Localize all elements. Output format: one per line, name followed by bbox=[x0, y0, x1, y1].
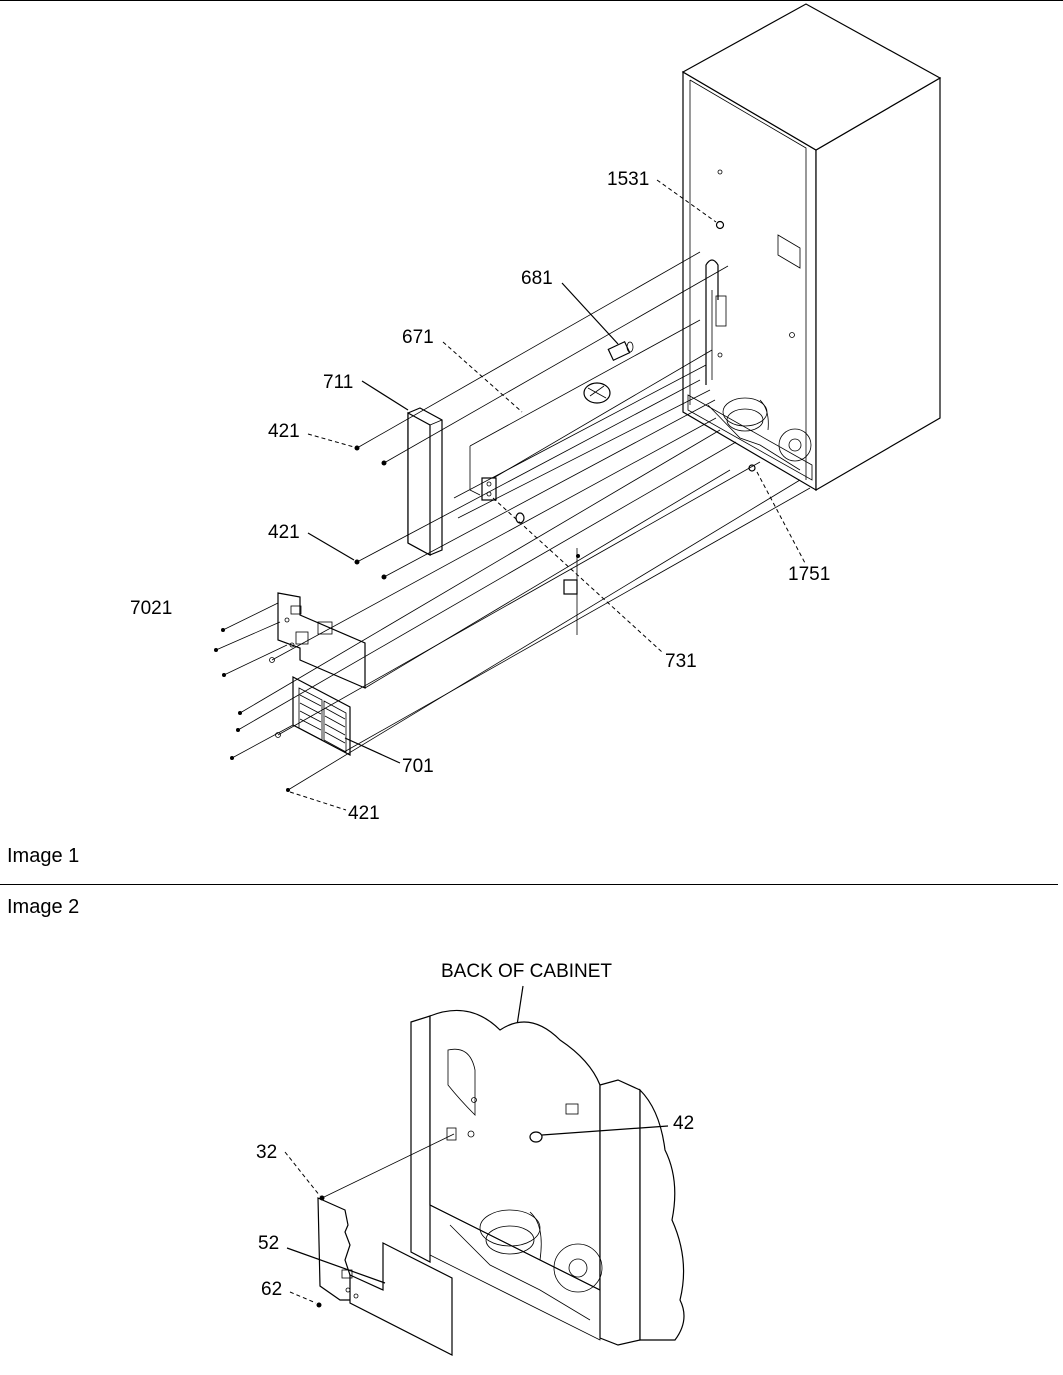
callout-1751: 1751 bbox=[788, 564, 830, 585]
image1-caption: Image 1 bbox=[7, 845, 80, 867]
callout-711: 711 bbox=[323, 372, 353, 393]
back-of-cabinet-title: BACK OF CABINET bbox=[441, 961, 612, 982]
top-border bbox=[0, 0, 1063, 1]
part-42-plug: 42 bbox=[529, 1113, 694, 1143]
part-7021-bracket: 7021 bbox=[130, 592, 366, 689]
callout-1531: 1531 bbox=[607, 169, 649, 190]
part-62-screw: 62 bbox=[261, 1279, 322, 1308]
callout-731: 731 bbox=[665, 651, 697, 672]
image2-caption: Image 2 bbox=[7, 896, 80, 918]
callout-681: 681 bbox=[521, 268, 553, 289]
cabinet-back bbox=[410, 1009, 685, 1346]
part-681-fitting: 681 bbox=[521, 268, 634, 362]
part-52-cover: 52 bbox=[258, 1233, 453, 1356]
part-671-tube: 671 bbox=[402, 319, 713, 501]
part-1531-screw: 1531 bbox=[607, 169, 725, 230]
callout-421-upper: 421 bbox=[268, 421, 300, 442]
assembly-leader-lines bbox=[215, 251, 811, 791]
part-421-screws-upper: 421 bbox=[268, 421, 387, 466]
callout-701: 701 bbox=[402, 756, 434, 777]
part-701-grille: 701 bbox=[292, 676, 434, 777]
callout-421-middle: 421 bbox=[268, 522, 300, 543]
callout-421-lower: 421 bbox=[348, 803, 380, 824]
part-32-bracket: 32 bbox=[256, 1133, 455, 1301]
part-421-screws-middle: 421 bbox=[268, 522, 387, 580]
callout-42: 42 bbox=[673, 1113, 694, 1134]
section-divider bbox=[0, 884, 1058, 885]
image2-diagram: BACK OF CABINET 42 bbox=[256, 961, 694, 1356]
callout-32: 32 bbox=[256, 1142, 277, 1163]
callout-7021: 7021 bbox=[130, 598, 172, 619]
part-731-bracket: 731 bbox=[492, 497, 697, 672]
callout-52: 52 bbox=[258, 1233, 279, 1254]
part-coupling bbox=[583, 382, 611, 404]
callout-62: 62 bbox=[261, 1279, 282, 1300]
refrigerator-cabinet bbox=[681, 3, 942, 492]
callout-671: 671 bbox=[402, 327, 434, 348]
image1-diagram: 1531 681 671 bbox=[130, 3, 942, 824]
